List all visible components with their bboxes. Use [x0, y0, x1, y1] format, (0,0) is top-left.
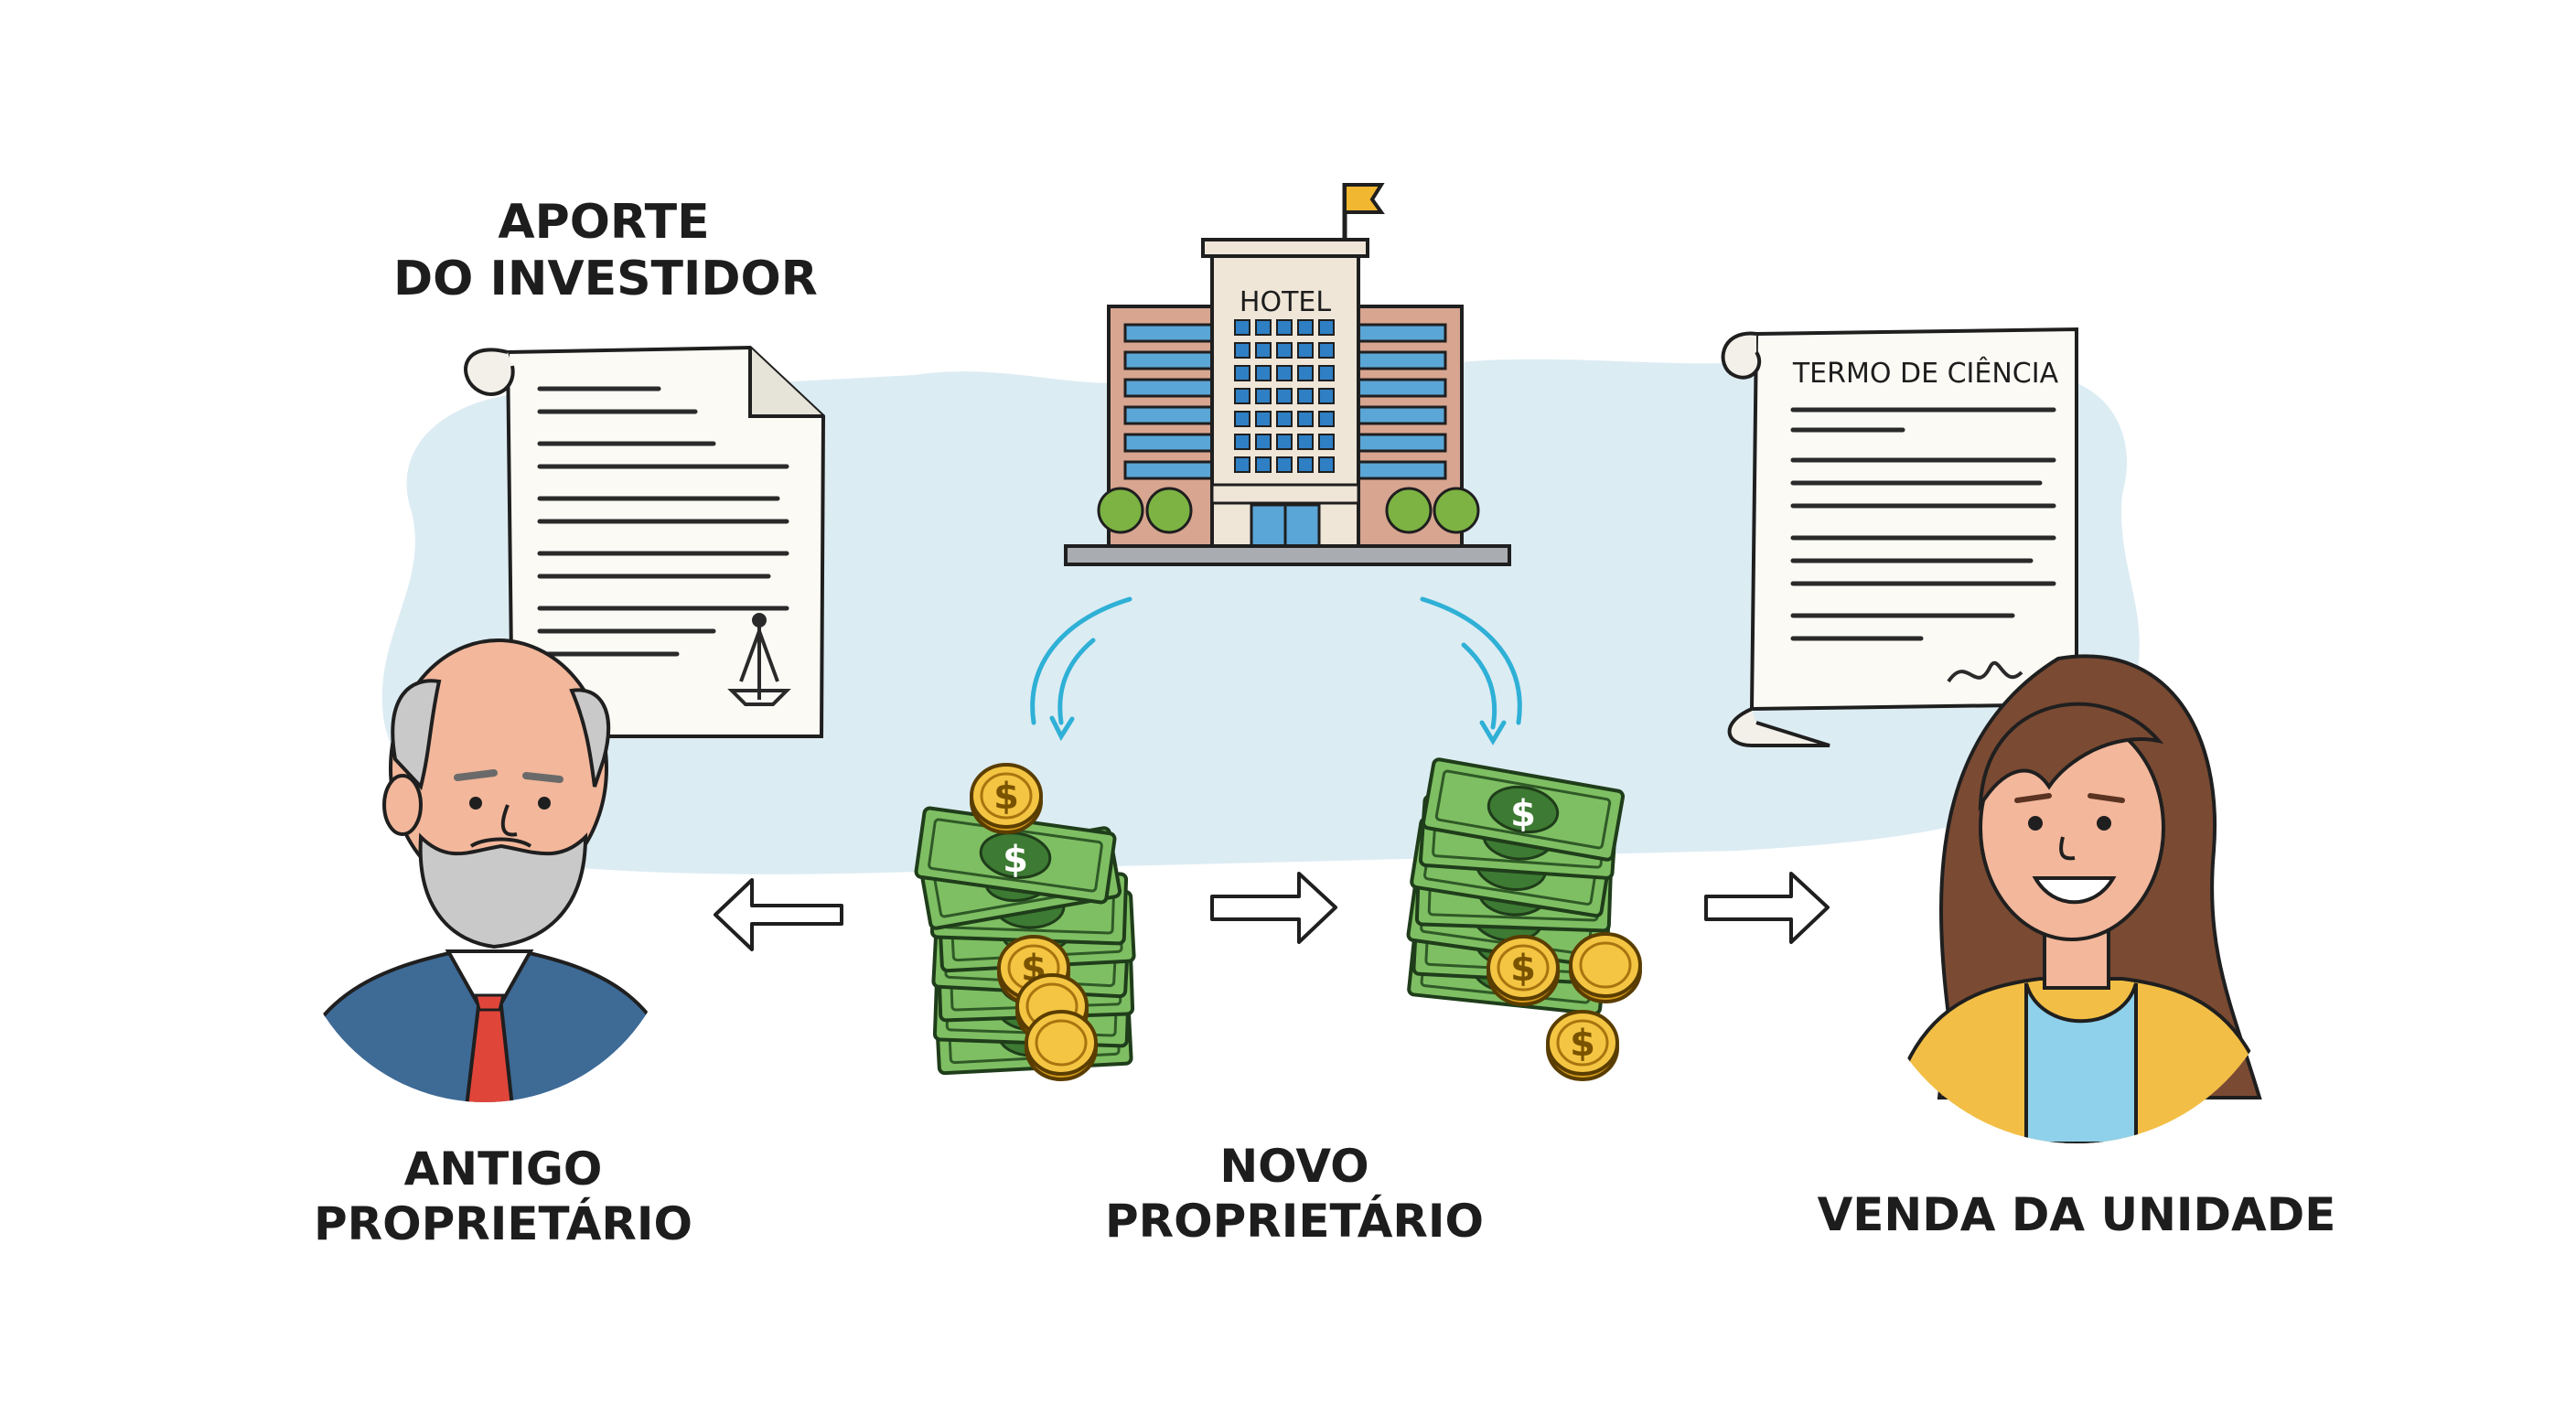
flow-arrow-left [1030, 596, 1132, 742]
label-line: ANTIGO [403, 1142, 603, 1196]
money-stack-right: $ $ $ [1405, 756, 1642, 1081]
label-line: APORTE [498, 195, 710, 250]
flow-arrow-right [1420, 596, 1522, 745]
term-document-title: TERMO DE CIÊNCIA [1792, 357, 2059, 390]
label-line: PROPRIETÁRIO [313, 1197, 693, 1250]
coin-dollar-symbol: $ [1570, 1023, 1595, 1065]
label-antigo-proprietario: ANTIGO PROPRIETÁRIO [293, 1142, 714, 1251]
bill-dollar-symbol: $ [1003, 839, 1028, 881]
money-stack-left: $ $ $ [913, 763, 1134, 1081]
hotel-sign: HOTEL [1240, 286, 1331, 318]
arrow-icon-middle [1210, 872, 1337, 944]
bill-dollar-symbol: $ [1510, 793, 1536, 835]
arrow-icon-right [1704, 872, 1830, 944]
coin-dollar-symbol: $ [993, 776, 1019, 818]
label-line: NOVO [1219, 1140, 1369, 1193]
label-line: VENDA DA UNIDADE [1817, 1188, 2336, 1241]
label-venda-da-unidade: VENDA DA UNIDADE [1766, 1187, 2388, 1242]
arrow-icon-left [714, 878, 843, 951]
coin-dollar-symbol: $ [1510, 948, 1536, 990]
woman-avatar [1882, 654, 2281, 1143]
label-line: PROPRIETÁRIO [1104, 1195, 1485, 1248]
hotel-building-icon: HOTEL [1064, 183, 1511, 566]
label-novo-proprietario: NOVO PROPRIETÁRIO [1070, 1139, 1519, 1249]
label-aporte-do-investidor: APORTE DO INVESTIDOR [393, 194, 818, 308]
contract-document-icon [464, 345, 826, 738]
term-document-icon: TERMO DE CIÊNCIA [1721, 327, 2078, 747]
label-line: DO INVESTIDOR [393, 252, 818, 307]
elderly-man-avatar [293, 638, 677, 1102]
